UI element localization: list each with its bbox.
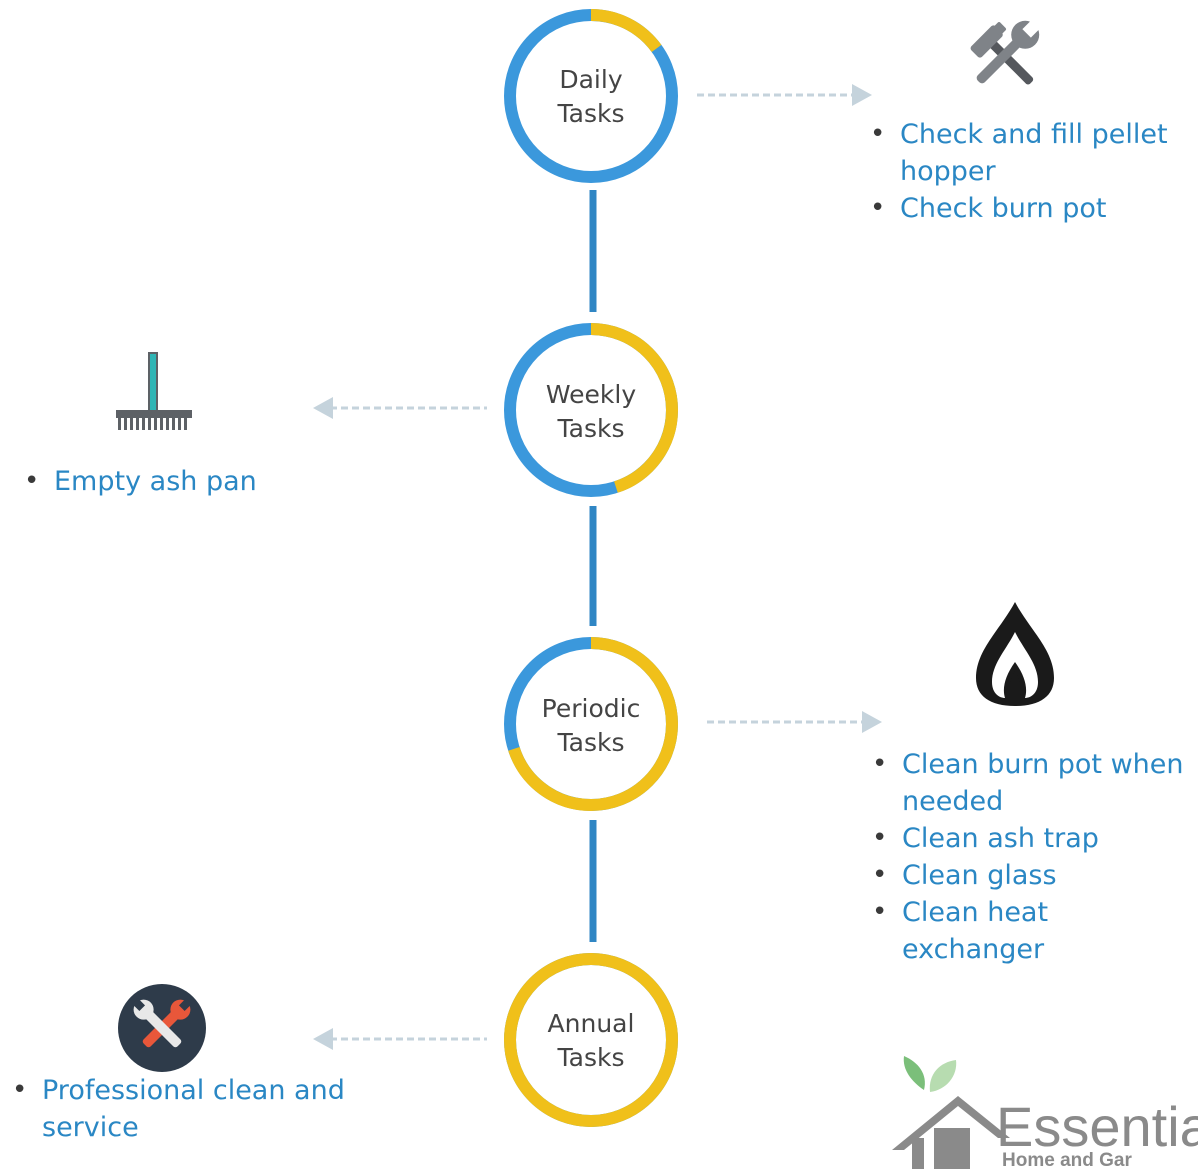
- arrow-annual-left: [313, 1028, 487, 1050]
- hammer-wrench-icon: [970, 17, 1043, 85]
- ring-annual-label-line1: Annual: [548, 1009, 635, 1038]
- rake-broom-icon: [116, 352, 192, 430]
- logo-subtitle: Home and Gar: [1002, 1150, 1132, 1169]
- annual-task-list: Professional clean and service: [8, 1072, 408, 1146]
- list-item: Clean ash trap: [868, 820, 1198, 857]
- list-item: Check burn pot: [866, 190, 1196, 227]
- weekly-task-list: Empty ash pan: [20, 463, 350, 500]
- daily-task-list: Check and fill pellet hopper Check burn …: [866, 116, 1196, 227]
- list-item: Professional clean and service: [8, 1072, 408, 1146]
- ring-daily-label-line1: Daily: [559, 65, 622, 94]
- list-item: Clean glass: [868, 857, 1198, 894]
- ring-periodic-label-line1: Periodic: [542, 694, 641, 723]
- flame-icon: [976, 602, 1054, 706]
- logo-title: Essentia: [996, 1095, 1198, 1158]
- ring-weekly-label-line1: Weekly: [546, 380, 636, 409]
- ring-daily-label-line2: Tasks: [557, 99, 625, 128]
- crossed-wrenches-icon: [118, 984, 206, 1072]
- house-leaf-logo-icon: [892, 1056, 1010, 1169]
- ring-periodic: Periodic Tasks: [504, 637, 678, 811]
- ring-annual: Annual Tasks: [504, 953, 678, 1127]
- list-item: Empty ash pan: [20, 463, 350, 500]
- arrow-weekly-left: [313, 397, 487, 419]
- periodic-task-list: Clean burn pot when needed Clean ash tra…: [868, 746, 1198, 968]
- ring-weekly-label-line2: Tasks: [557, 414, 625, 443]
- ring-daily: Daily Tasks: [504, 9, 678, 183]
- arrow-daily-right: [697, 84, 872, 106]
- ring-weekly: Weekly Tasks: [504, 323, 678, 497]
- ring-annual-label-line2: Tasks: [557, 1043, 625, 1072]
- arrow-periodic-right: [707, 711, 882, 733]
- list-item: Clean heat exchanger: [868, 894, 1198, 968]
- ring-periodic-label-line2: Tasks: [557, 728, 625, 757]
- list-item: Clean burn pot when needed: [868, 746, 1198, 820]
- list-item: Check and fill pellet hopper: [866, 116, 1196, 190]
